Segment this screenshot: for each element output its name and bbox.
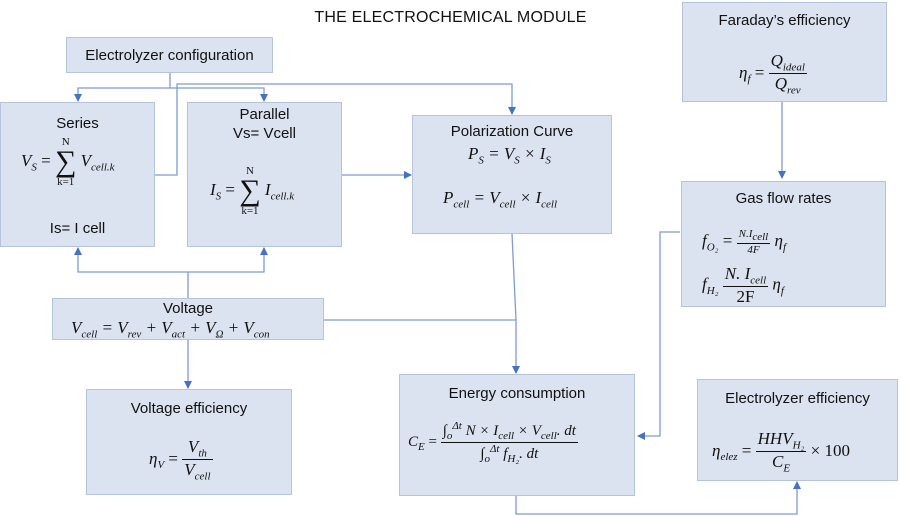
power-cell-equation: Pcell = Vcell × Icell [443,188,558,211]
faraday-efficiency-label: Faraday’s efficiency [718,12,851,29]
line-config-to-series [74,73,171,102]
series-note: Is= I cell [49,220,106,237]
gas-flow-rates-label: Gas flow rates [735,190,832,207]
parallel-box: Parallel Vs= Vcell IS = N∑k=1 Icell.k [187,102,342,247]
diagram-title: THE ELECTROCHEMICAL MODULE [314,9,587,26]
voltage-box: Voltage Vcell = Vrev + Vact + VΩ + Vcon [52,298,324,340]
polarization-curve-box: Polarization Curve PS = VS × IS Pcell = … [412,115,612,234]
line-polarization-to-energy [511,233,517,321]
line-config-to-parallel [170,87,268,102]
voltage-efficiency-label: Voltage efficiency [130,400,248,417]
line-voltage-to-parallel [188,247,268,273]
parallel-label: Parallel [239,106,290,123]
line-voltage-to-series [74,247,189,298]
parallel-note: Vs= Vcell [233,125,296,142]
energy-consumption-label: Energy consumption [448,385,586,402]
voltage-label: Voltage [162,300,214,317]
power-stack-equation: PS = VS × IS [468,144,551,167]
parallel-equation: IS = N∑k=1 Icell.k [210,165,295,217]
line-series-to-polarization [155,83,516,176]
electrolyzer-efficiency-label: Electrolyzer efficiency [725,390,870,407]
polarization-curve-label: Polarization Curve [450,123,574,140]
electrolyzer-configuration-box: Electrolyzer configuration [66,37,273,73]
line-energy-to-elecefficiency [515,481,801,515]
line-gasflow-to-energy [637,231,680,440]
series-equation: VS = N∑k=1 Vcell.k [21,136,115,188]
series-box: Series VS = N∑k=1 Vcell.k Is= I cell [0,102,155,247]
line-voltage-to-energy [324,319,520,374]
electrolyzer-configuration-label: Electrolyzer configuration [85,47,254,64]
energy-consumption-box: Energy consumption CE = ∫oΔt N × Icell ×… [399,374,635,496]
series-label: Series [56,115,99,132]
energy-consumption-equation: CE = ∫oΔt N × Icell × Vcell. dt∫oΔt fH₂.… [408,420,578,465]
voltage-equation: Vcell = Vrev + Vact + VΩ + Vcon [71,318,270,341]
